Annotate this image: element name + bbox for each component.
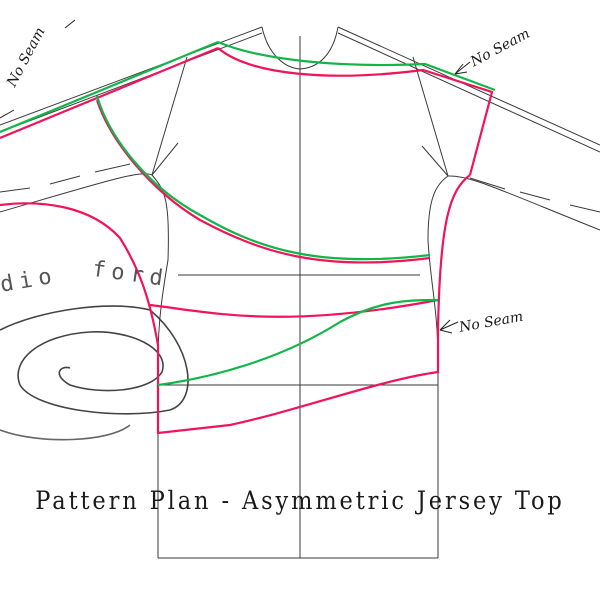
pink-seam-lines [0, 46, 494, 435]
annotation-arrows [0, 19, 471, 334]
green-seam-lines [0, 40, 496, 387]
page-title: Pattern Plan - Asymmetric Jersey Top [35, 486, 565, 515]
watermark-spiral [0, 305, 189, 441]
base-pattern [0, 26, 600, 559]
